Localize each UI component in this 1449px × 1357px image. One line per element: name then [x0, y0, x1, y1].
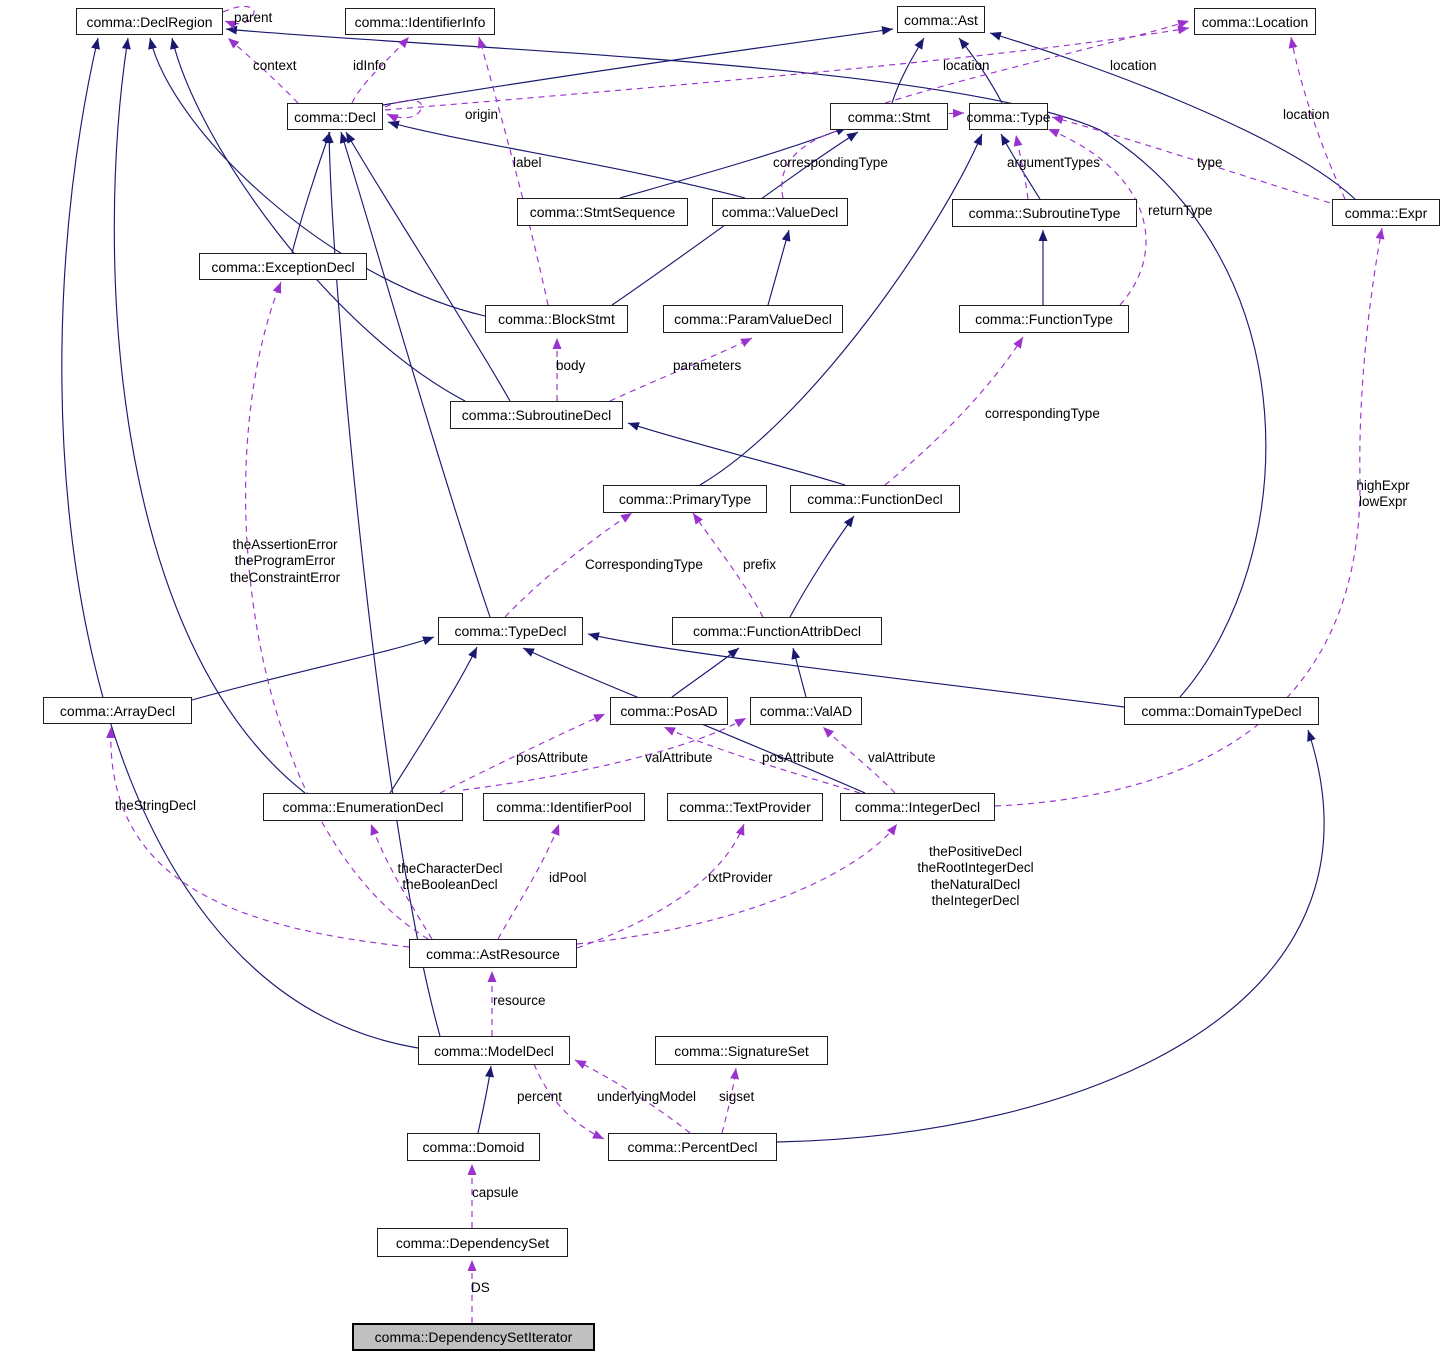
- edge-label-parent: parent: [234, 10, 273, 25]
- edge-label-posattribute-int: posAttribute: [762, 750, 835, 765]
- node-comma-astresource[interactable]: comma::AstResource: [409, 939, 577, 968]
- edge-label-returntype: returnType: [1148, 203, 1213, 218]
- node-comma-dependencyset[interactable]: comma::DependencySet: [377, 1228, 568, 1257]
- node-comma-signatureset[interactable]: comma::SignatureSet: [655, 1036, 828, 1065]
- edge-label-origin: origin: [465, 107, 499, 122]
- node-comma-modeldecl[interactable]: comma::ModelDecl: [418, 1036, 570, 1065]
- node-comma-identifierinfo[interactable]: comma::IdentifierInfo: [345, 8, 495, 35]
- node-comma-subroutinedecl[interactable]: comma::SubroutineDecl: [450, 401, 623, 429]
- node-comma-location[interactable]: comma::Location: [1194, 8, 1316, 35]
- edge-label-underlyingmodel: underlyingModel: [597, 1089, 697, 1104]
- node-comma-typedecl[interactable]: comma::TypeDecl: [438, 617, 583, 645]
- node-comma-arraydecl[interactable]: comma::ArrayDecl: [43, 697, 192, 724]
- edge-label-percent: percent: [517, 1089, 563, 1104]
- edge-label-valattribute-enum: valAttribute: [645, 750, 713, 765]
- edge-label-thepositivedecl: thePositiveDecl theRootIntegerDecl theNa…: [917, 844, 1034, 909]
- edge-label-label: label: [513, 155, 542, 170]
- node-comma-percentdecl[interactable]: comma::PercentDecl: [608, 1133, 777, 1161]
- edge-label-correspondingtype-functiondecl: correspondingType: [985, 406, 1100, 421]
- edge-label-location-stmt: location: [1110, 58, 1157, 73]
- node-comma-expr[interactable]: comma::Expr: [1332, 199, 1440, 226]
- edge-label-prefix: prefix: [743, 557, 777, 572]
- edge-label-txtprovider: txtProvider: [708, 870, 773, 885]
- node-comma-valuedecl[interactable]: comma::ValueDecl: [712, 198, 848, 226]
- edge-label-posattribute-enum: posAttribute: [516, 750, 589, 765]
- node-comma-valad[interactable]: comma::ValAD: [750, 697, 862, 725]
- edge-label-thecharacterdecl: theCharacterDecl theBooleanDecl: [397, 861, 503, 893]
- node-comma-blockstmt[interactable]: comma::BlockStmt: [485, 305, 628, 333]
- edge-label-sigset: sigset: [719, 1089, 755, 1104]
- node-comma-functiontype[interactable]: comma::FunctionType: [959, 305, 1129, 333]
- edge-label-theassertionerror: theAssertionError theProgramError theCon…: [229, 537, 341, 585]
- edge-label-type: type: [1197, 155, 1223, 170]
- node-comma-functionattribdecl[interactable]: comma::FunctionAttribDecl: [672, 617, 882, 645]
- node-comma-primarytype[interactable]: comma::PrimaryType: [603, 485, 767, 513]
- edge-label-location-expr: location: [1283, 107, 1330, 122]
- edge-label-idpool: idPool: [549, 870, 587, 885]
- node-comma-textprovider[interactable]: comma::TextProvider: [667, 793, 823, 821]
- edge-label-highexpr-lowexpr: highExpr lowExpr: [1356, 478, 1410, 510]
- edge-label-valattribute-int: valAttribute: [868, 750, 936, 765]
- node-comma-stmt[interactable]: comma::Stmt: [830, 103, 948, 130]
- edge-label-body: body: [556, 358, 586, 373]
- edge-label-capsule: capsule: [472, 1185, 519, 1200]
- node-comma-domaintypedecl[interactable]: comma::DomainTypeDecl: [1124, 697, 1319, 725]
- node-comma-domoid[interactable]: comma::Domoid: [407, 1133, 540, 1161]
- edge-label-correspondingtype-typedecl: CorrespondingType: [585, 557, 703, 572]
- edge-label-location-decl: location: [943, 58, 990, 73]
- node-comma-paramvaluedecl[interactable]: comma::ParamValueDecl: [663, 305, 843, 333]
- node-comma-declregion[interactable]: comma::DeclRegion: [76, 8, 223, 35]
- edge-label-correspondingtype-valuedecl: correspondingType: [773, 155, 888, 170]
- edge-label-parameters: parameters: [673, 358, 742, 373]
- node-comma-ast[interactable]: comma::Ast: [897, 6, 985, 33]
- node-comma-decl[interactable]: comma::Decl: [287, 103, 383, 130]
- node-comma-identifierpool[interactable]: comma::IdentifierPool: [483, 793, 645, 821]
- edge-label-ds: DS: [471, 1280, 490, 1295]
- node-comma-dependencysetiterator: comma::DependencySetIterator: [352, 1323, 595, 1351]
- node-comma-functiondecl[interactable]: comma::FunctionDecl: [790, 485, 960, 513]
- node-comma-integerdecl[interactable]: comma::IntegerDecl: [840, 793, 995, 821]
- edge-label-context: context: [253, 58, 297, 73]
- node-comma-exceptiondecl[interactable]: comma::ExceptionDecl: [199, 253, 367, 280]
- node-comma-stmtsequence[interactable]: comma::StmtSequence: [517, 198, 688, 226]
- node-comma-type[interactable]: comma::Type: [966, 103, 1051, 130]
- edge-label-argumenttypes: argumentTypes: [1007, 155, 1101, 170]
- edge-label-idinfo: idInfo: [353, 58, 387, 73]
- node-comma-enumerationdecl[interactable]: comma::EnumerationDecl: [263, 793, 463, 821]
- edge-label-thestringdecl: theStringDecl: [115, 798, 197, 813]
- node-comma-subroutinetype[interactable]: comma::SubroutineType: [952, 199, 1137, 227]
- node-comma-posad[interactable]: comma::PosAD: [610, 697, 728, 725]
- edge-label-resource: resource: [493, 993, 546, 1008]
